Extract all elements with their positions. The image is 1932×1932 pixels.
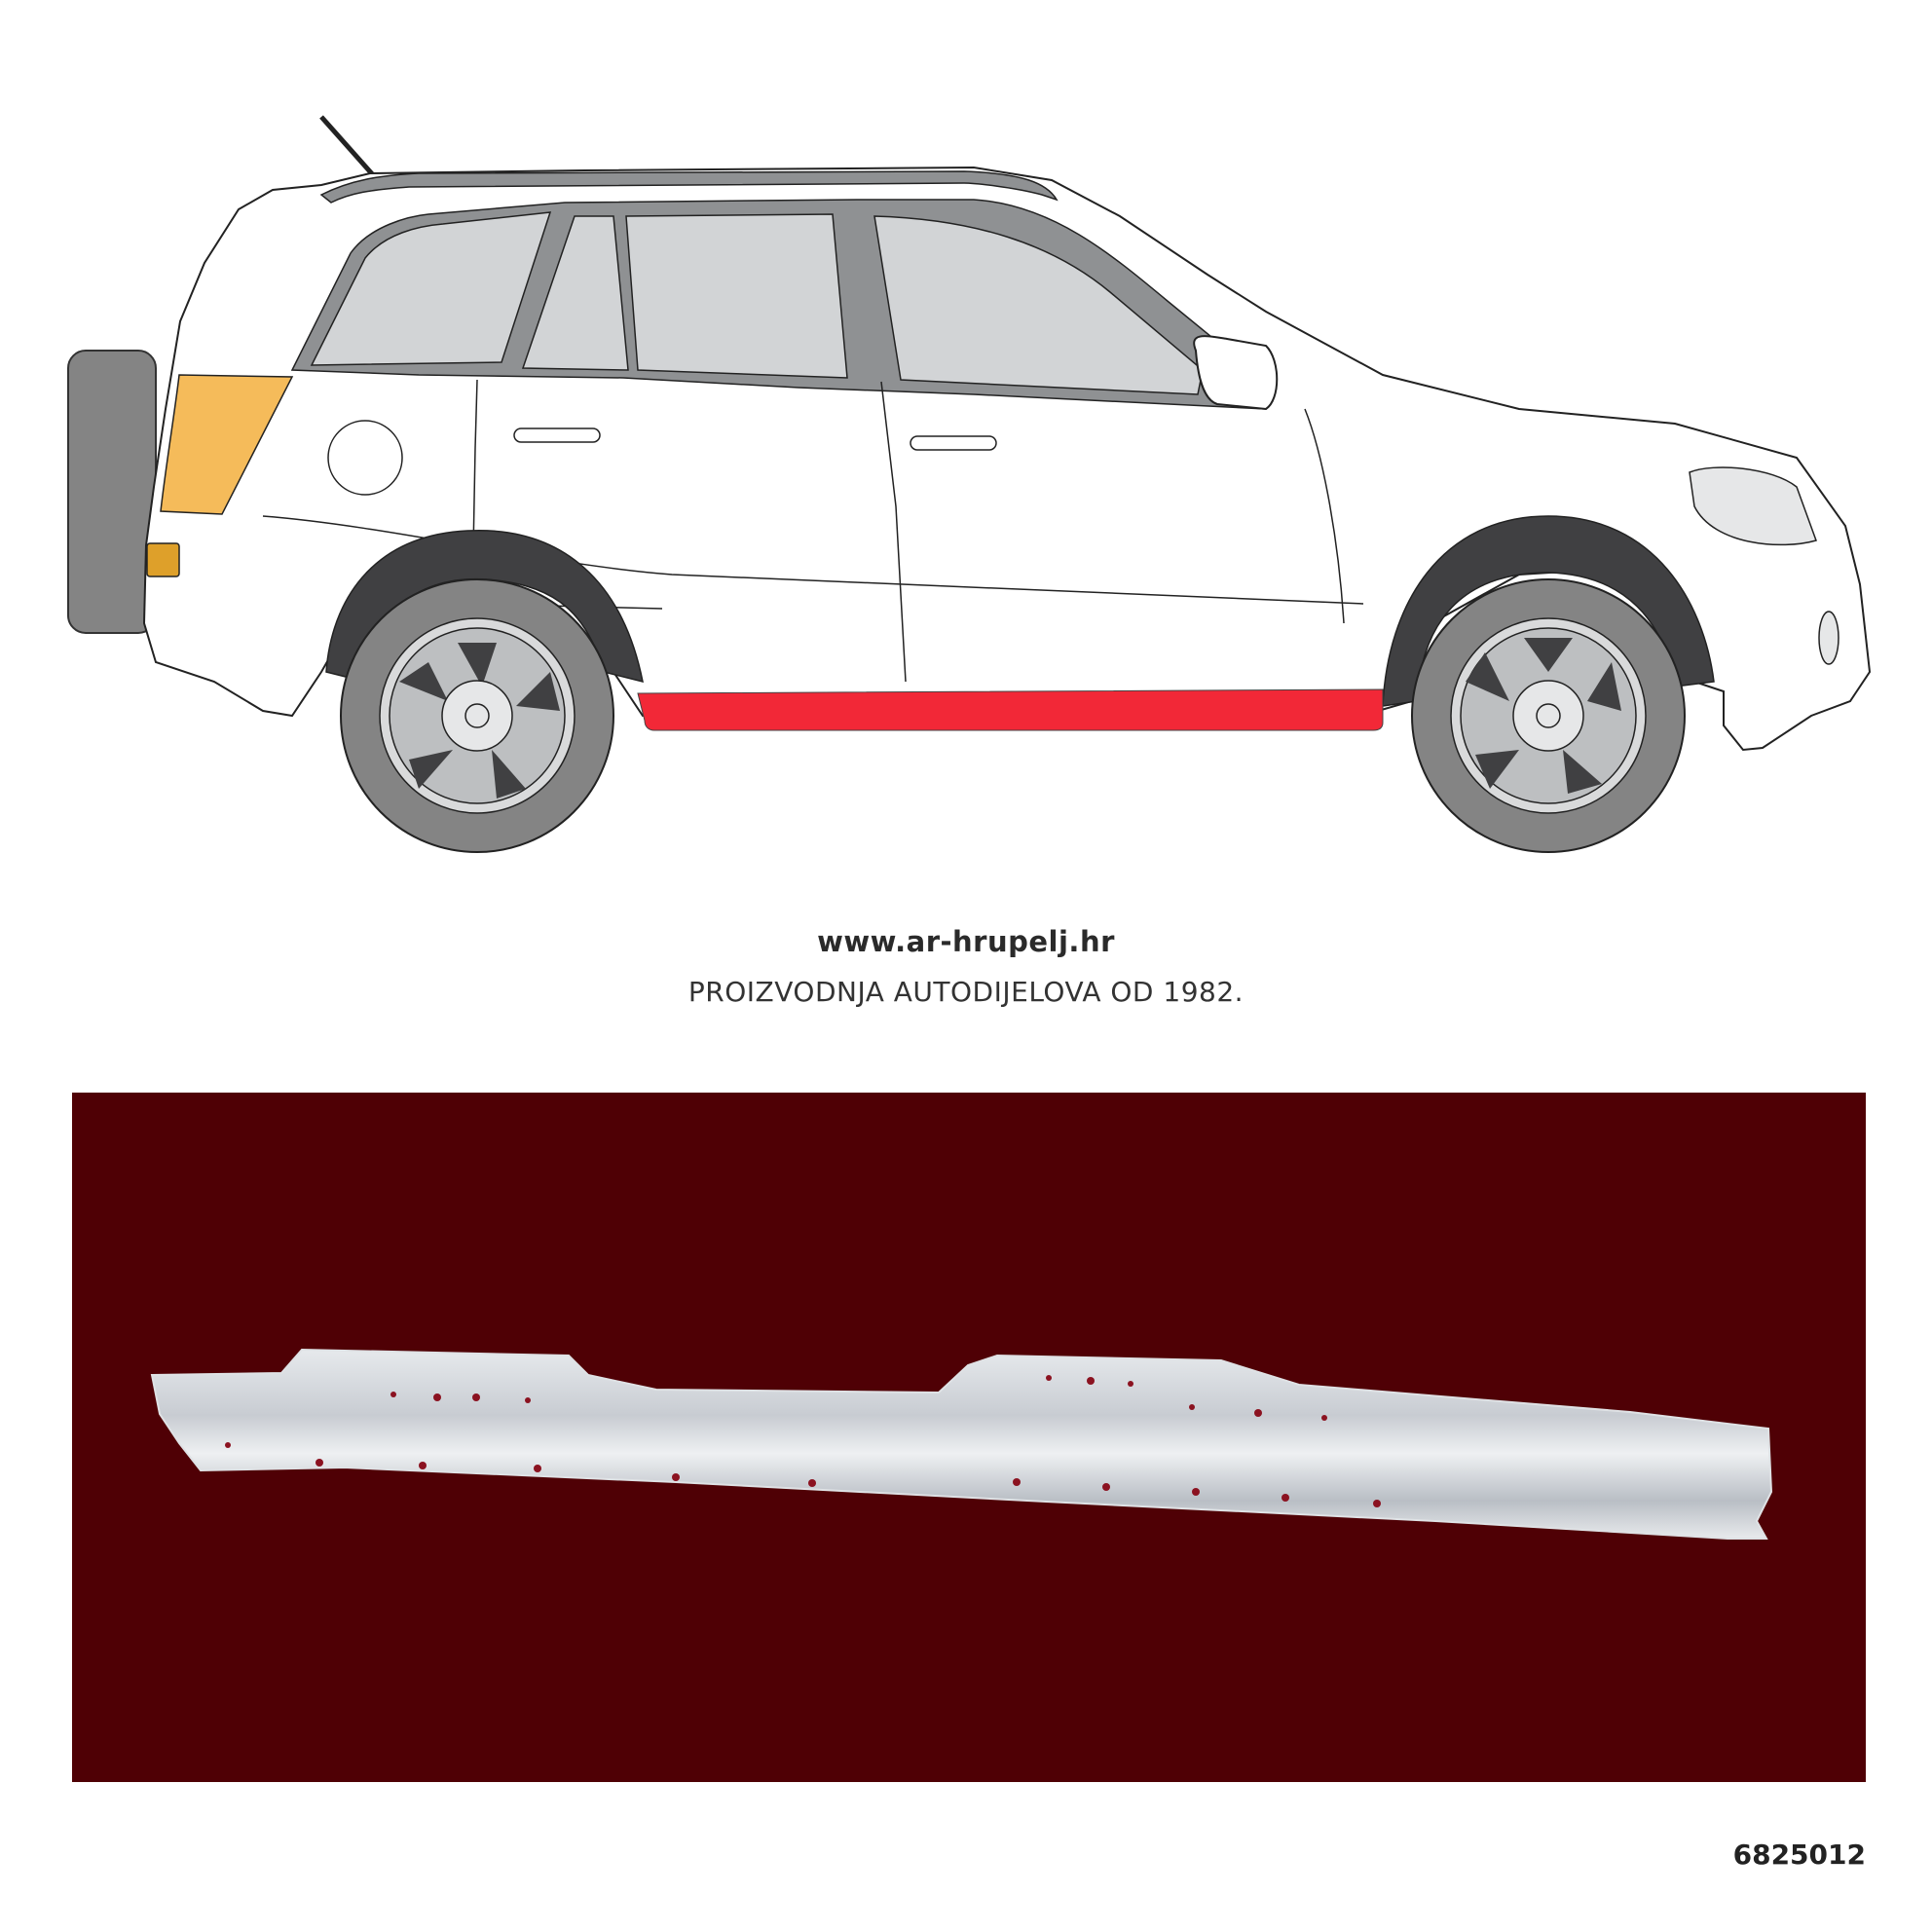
spare-wheel — [67, 350, 157, 634]
fog-light — [1818, 611, 1839, 665]
front-wheel-arch — [1382, 515, 1715, 707]
front-door-glass — [873, 215, 1204, 395]
part-number: 6825012 — [1732, 1839, 1866, 1871]
highlighted-sill-part[interactable] — [637, 688, 1384, 731]
rear-door-glass — [625, 213, 848, 379]
rear-door-small-glass — [521, 215, 629, 371]
rear-indicator — [146, 542, 180, 577]
rear-door-handle — [513, 427, 601, 443]
mounting-holes — [225, 1375, 1381, 1507]
antenna — [319, 115, 378, 180]
side-mirror — [1193, 335, 1279, 411]
rocker-panel-photo — [150, 1348, 1773, 1540]
fuel-cap — [327, 420, 403, 496]
door-line — [880, 381, 907, 683]
brand-tagline: PROIZVODNJA AUTODIJELOVA OD 1982. — [687, 976, 1245, 1008]
rear-quarter-glass — [310, 211, 552, 366]
rear-wheel — [340, 578, 614, 853]
product-photo — [72, 1093, 1866, 1782]
door-line — [1304, 408, 1345, 624]
car-diagram — [0, 0, 1932, 876]
front-wheel — [1411, 578, 1686, 853]
front-door-handle — [910, 435, 997, 451]
roof-rail — [319, 170, 1059, 204]
rear-quarter-light — [160, 374, 294, 515]
headlight — [1689, 466, 1817, 546]
website-url[interactable]: www.ar-hrupelj.hr — [817, 925, 1115, 958]
